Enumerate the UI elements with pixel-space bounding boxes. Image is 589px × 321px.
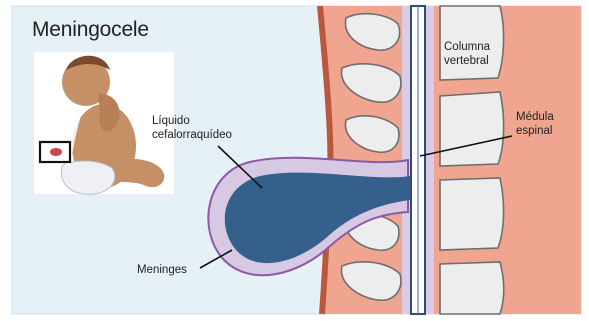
csf-label: Líquido cefalorraquídeo <box>152 114 232 142</box>
vertebral-body-2 <box>440 92 504 166</box>
lesion-spot <box>50 148 62 156</box>
spinal-cord-label: Médula espinal <box>516 110 554 138</box>
vertebral-body-4 <box>440 262 504 314</box>
vertebral-body-3 <box>440 178 504 250</box>
meninges-label: Meninges <box>137 263 187 277</box>
diagram-title: Meningocele <box>32 18 149 42</box>
spinal-column-label: Columna vertebral <box>444 40 490 68</box>
